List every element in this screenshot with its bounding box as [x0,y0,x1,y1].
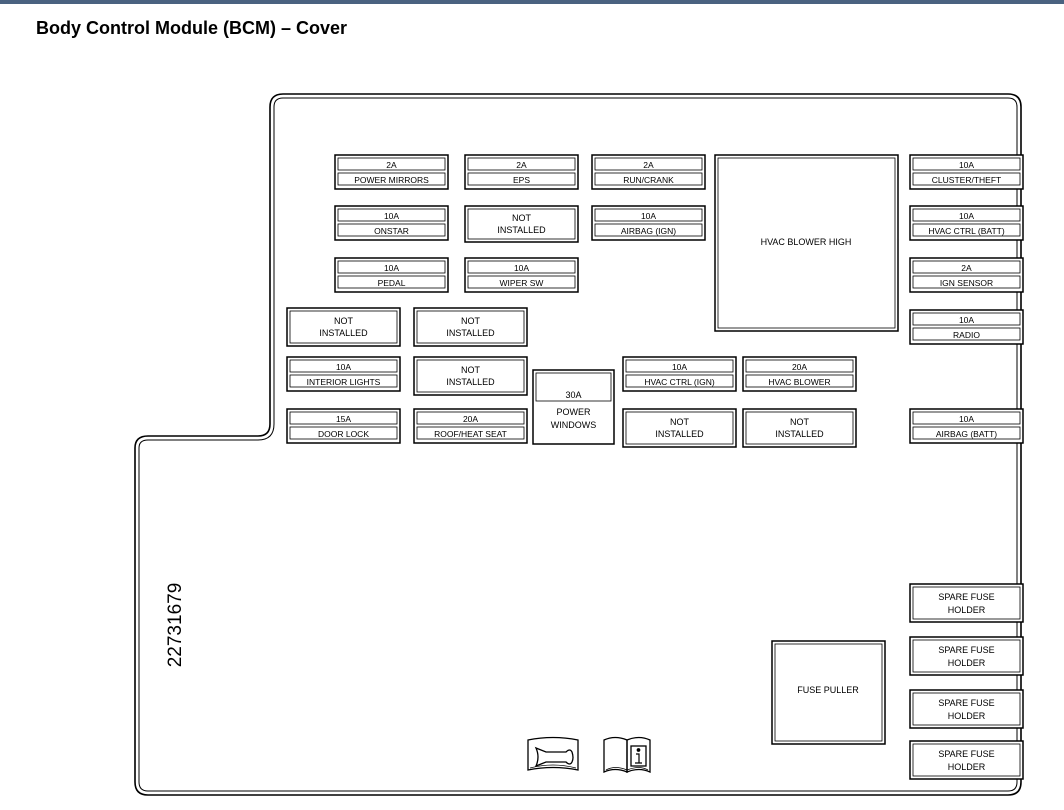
fuse-label: RUN/CRANK [623,175,674,185]
fuse-amperage: 10A [959,160,974,170]
service-manual-wrench-icon [527,736,579,771]
fuse-amperage: 10A [959,414,974,424]
fuse-label: ONSTAR [374,226,409,236]
fuse-power-windows: 30A POWER WINDOWS [532,369,615,445]
owner-manual-info-icon [603,736,651,774]
spare-fuse-holder-line1: SPARE FUSE [938,749,994,759]
fuse-onstar: 10A ONSTAR [334,205,449,241]
fuse-door-lock: 15A DOOR LOCK [286,408,401,444]
fuse-hvac-ctrl-batt: 10A HVAC CTRL (BATT) [909,205,1024,241]
fuse-interior-lights: 10A INTERIOR LIGHTS [286,356,401,392]
not-installed-line2: INSTALLED [775,429,824,439]
fuse-label: RADIO [953,330,980,340]
not-installed-slot: NOT INSTALLED [742,408,857,448]
fuse-cluster-theft: 10A CLUSTER/THEFT [909,154,1024,190]
spare-fuse-holder: SPARE FUSE HOLDER [909,636,1024,676]
fuse-amperage: 10A [672,362,687,372]
fuse-amperage: 20A [463,414,478,424]
fuse-airbag-batt: 10A AIRBAG (BATT) [909,408,1024,444]
fuse-layer: 2A POWER MIRRORS 2A EPS 2A RUN/CRANK 10A CLUSTE… [286,154,1024,780]
page-title: Body Control Module (BCM) – Cover [36,18,347,38]
fuse-hvac-ctrl-ign: 10A HVAC CTRL (IGN) [622,356,737,392]
fuse-amperage: 2A [961,263,972,273]
not-installed-slot: NOT INSTALLED [286,307,401,347]
fuse-amperage: 2A [516,160,527,170]
fuse-label: PEDAL [378,278,406,288]
fuse-label: HVAC CTRL (IGN) [644,377,715,387]
not-installed-line1: NOT [790,417,810,427]
spare-fuse-holder: SPARE FUSE HOLDER [909,689,1024,729]
fuse-label: DOOR LOCK [318,429,369,439]
fuse-hvac-blower: 20A HVAC BLOWER [742,356,857,392]
fuse-amperage: 2A [643,160,654,170]
fuse-amperage: 15A [336,414,351,424]
fuse-amperage: 10A [641,211,656,221]
fuse-label-line1: POWER [556,407,591,417]
not-installed-line2: INSTALLED [497,225,546,235]
not-installed-line2: INSTALLED [446,328,495,338]
fuse-amperage: 10A [959,315,974,325]
spare-fuse-holder-line1: SPARE FUSE [938,592,994,602]
spare-fuse-holder-line2: HOLDER [948,762,986,772]
cover-outline [134,93,1022,796]
fuse-power-mirrors: 2A POWER MIRRORS [334,154,449,190]
fuse-puller: FUSE PULLER [771,640,886,745]
fuse-label: ROOF/HEAT SEAT [434,429,507,439]
fuse-puller-label: FUSE PULLER [797,685,859,695]
fuse-pedal: 10A PEDAL [334,257,449,293]
fuse-label: EPS [513,175,530,185]
fuse-airbag-ign: 10A AIRBAG (IGN) [591,205,706,241]
fuse-amperage: 10A [384,211,399,221]
fuse-label: AIRBAG (IGN) [621,226,676,236]
fuse-ign-sensor: 2A IGN SENSOR [909,257,1024,293]
fuse-amperage: 20A [792,362,807,372]
fuse-label: AIRBAG (BATT) [936,429,997,439]
not-installed-line1: NOT [461,365,481,375]
fuse-roof-heat-seat: 20A ROOF/HEAT SEAT [413,408,528,444]
fuse-run-crank: 2A RUN/CRANK [591,154,706,190]
not-installed-line1: NOT [334,316,354,326]
not-installed-line1: NOT [512,213,532,223]
spare-fuse-holder-line2: HOLDER [948,658,986,668]
fuse-label: HVAC CTRL (BATT) [928,226,1005,236]
fuse-label: CLUSTER/THEFT [932,175,1001,185]
not-installed-slot: NOT INSTALLED [464,205,579,243]
fuse-label: INTERIOR LIGHTS [307,377,381,387]
cover-outline-inner [138,97,1018,792]
spare-fuse-holder-line1: SPARE FUSE [938,698,994,708]
spare-fuse-holder: SPARE FUSE HOLDER [909,583,1024,623]
hvac-blower-high-label: HVAC BLOWER HIGH [761,237,852,247]
spare-fuse-holder-line2: HOLDER [948,711,986,721]
not-installed-line1: NOT [670,417,690,427]
not-installed-line1: NOT [461,316,481,326]
fuse-label: IGN SENSOR [940,278,993,288]
fuse-amperage: 30A [565,390,581,400]
fuse-amperage: 2A [386,160,397,170]
fuse-label: WIPER SW [500,278,544,288]
not-installed-slot: NOT INSTALLED [622,408,737,448]
not-installed-line2: INSTALLED [655,429,704,439]
fuse-amperage: 10A [336,362,351,372]
fuse-label: POWER MIRRORS [354,175,429,185]
top-border-bar [0,0,1064,4]
fuse-wiper-sw: 10A WIPER SW [464,257,579,293]
spare-fuse-holder: SPARE FUSE HOLDER [909,740,1024,780]
part-number: 22731679 [165,583,186,668]
not-installed-line2: INSTALLED [446,377,495,387]
fuse-amperage: 10A [514,263,529,273]
fuse-label-line2: WINDOWS [551,420,597,430]
fuse-label: HVAC BLOWER [768,377,830,387]
spare-fuse-holder-line2: HOLDER [948,605,986,615]
fuse-radio: 10A RADIO [909,309,1024,345]
fuse-amperage: 10A [384,263,399,273]
spare-fuse-holder-line1: SPARE FUSE [938,645,994,655]
hvac-blower-high-relay: HVAC BLOWER HIGH [714,154,899,332]
not-installed-slot: NOT INSTALLED [413,307,528,347]
not-installed-slot: NOT INSTALLED [413,356,528,396]
not-installed-line2: INSTALLED [319,328,368,338]
fuse-eps: 2A EPS [464,154,579,190]
fuse-amperage: 10A [959,211,974,221]
